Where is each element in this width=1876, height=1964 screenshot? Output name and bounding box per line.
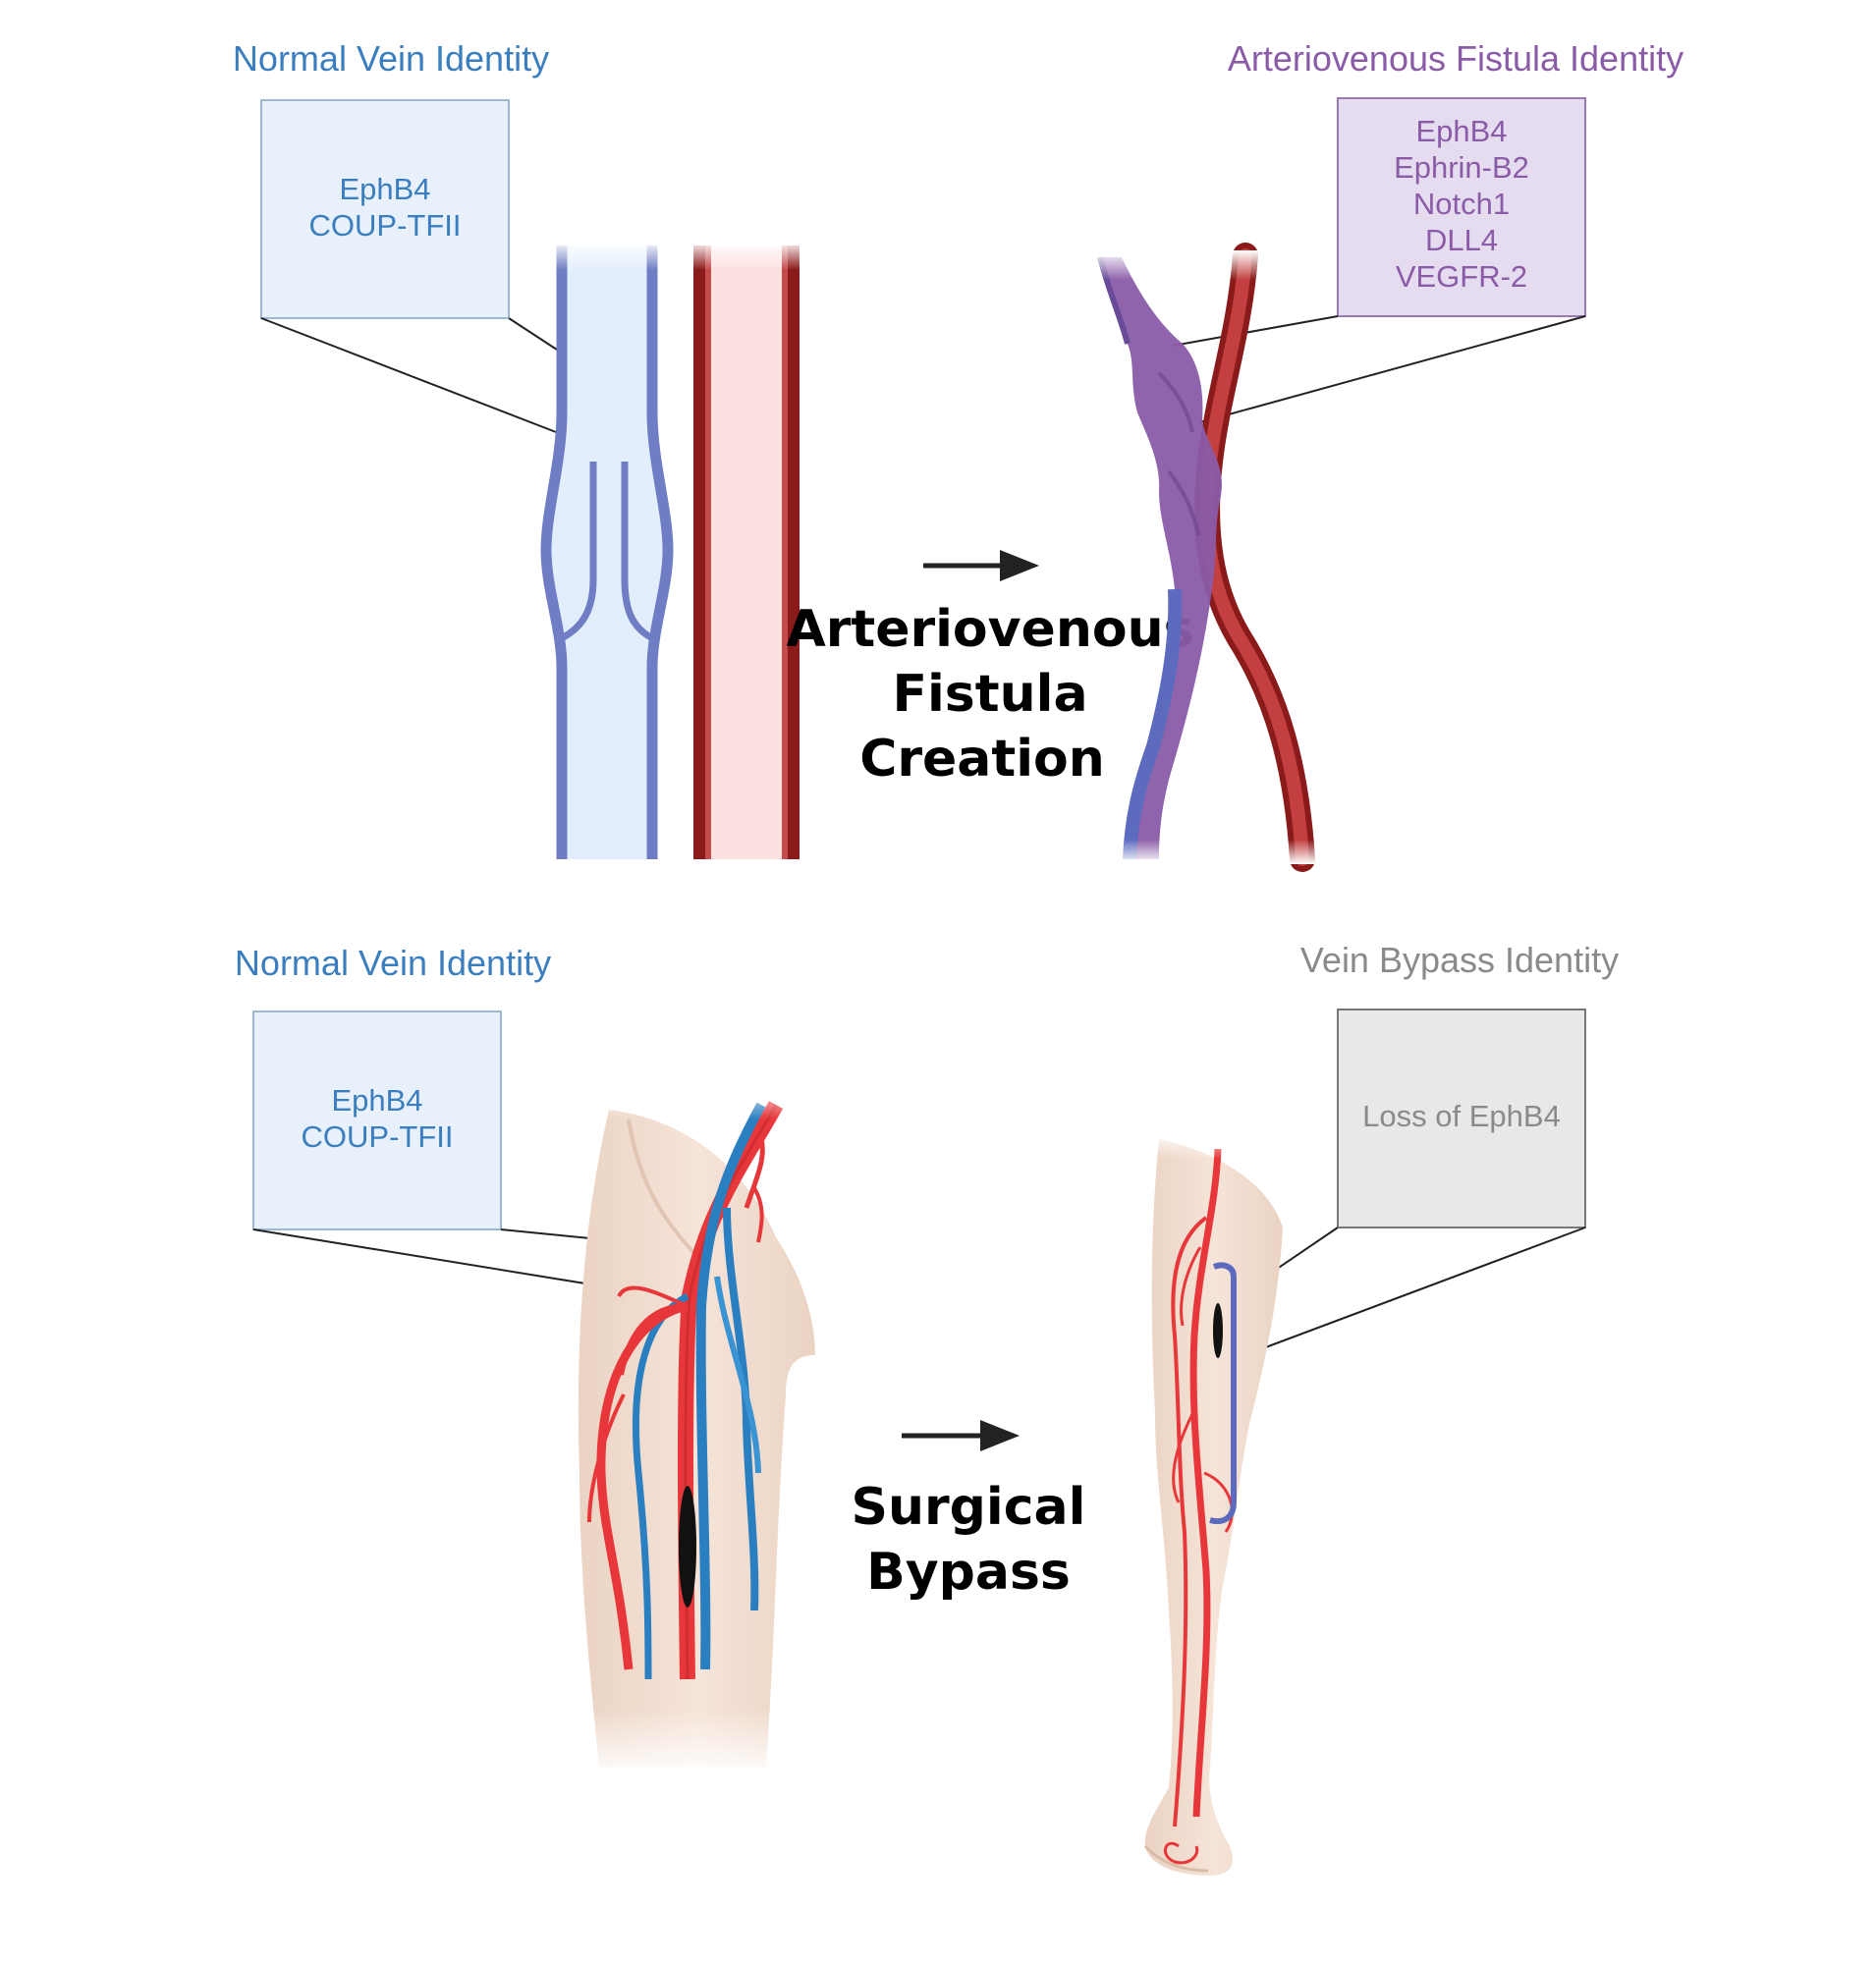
leg-illustration	[1130, 1129, 1306, 1876]
leg-occlusion	[1213, 1303, 1223, 1358]
fistula-illustration	[1080, 243, 1326, 872]
normal-vein-illustration	[530, 241, 688, 859]
top-left-marker-box: EphB4 COUP-TFII	[260, 99, 510, 319]
thigh-illustration	[570, 1080, 845, 1777]
top-right-marker-box: EphB4 Ephrin-B2 Notch1 DLL4 VEGFR-2	[1337, 97, 1586, 317]
top-right-box-line-1: EphB4	[1415, 114, 1507, 148]
top-process-label-3: Creation	[859, 730, 1105, 789]
bottom-left-box-line-2: COUP-TFII	[302, 1119, 454, 1154]
normal-artery-illustration	[688, 241, 805, 859]
bottom-right-marker-box: Loss of EphB4	[1337, 1009, 1586, 1228]
top-right-box-line-4: DLL4	[1425, 223, 1498, 257]
top-process-label-1: Arteriovenous	[786, 600, 1193, 659]
top-process-label-2: Fistula	[892, 665, 1087, 724]
top-right-box-line-3: Notch1	[1413, 187, 1510, 221]
bottom-process-arrow	[902, 1420, 1020, 1451]
thigh-occlusion	[679, 1486, 696, 1608]
top-left-box-line-2: COUP-TFII	[309, 208, 462, 243]
bottom-left-title: Normal Vein Identity	[235, 943, 551, 983]
bottom-right-box-line-1: Loss of EphB4	[1362, 1099, 1561, 1133]
top-left-title: Normal Vein Identity	[233, 38, 549, 79]
top-left-callout-line-1	[508, 317, 561, 353]
top-right-callout-line-2	[1199, 315, 1586, 423]
bottom-right-callout-line-2	[1239, 1227, 1586, 1358]
top-right-box-line-2: Ephrin-B2	[1394, 150, 1529, 185]
bottom-right-title: Vein Bypass Identity	[1300, 940, 1619, 980]
bottom-left-marker-box: EphB4 COUP-TFII	[252, 1010, 502, 1230]
top-left-callout-line-2	[260, 317, 557, 433]
bottom-left-box-line-1: EphB4	[331, 1083, 422, 1118]
top-left-box-line-1: EphB4	[339, 172, 430, 206]
bottom-process-label-1: Surgical	[852, 1478, 1086, 1537]
top-process-arrow	[923, 550, 1039, 581]
top-right-box-line-5: VEGFR-2	[1396, 259, 1527, 294]
top-right-title: Arteriovenous Fistula Identity	[1228, 38, 1683, 79]
bottom-process-label-2: Bypass	[866, 1543, 1071, 1602]
top-right-callout-line-1	[1172, 315, 1339, 347]
